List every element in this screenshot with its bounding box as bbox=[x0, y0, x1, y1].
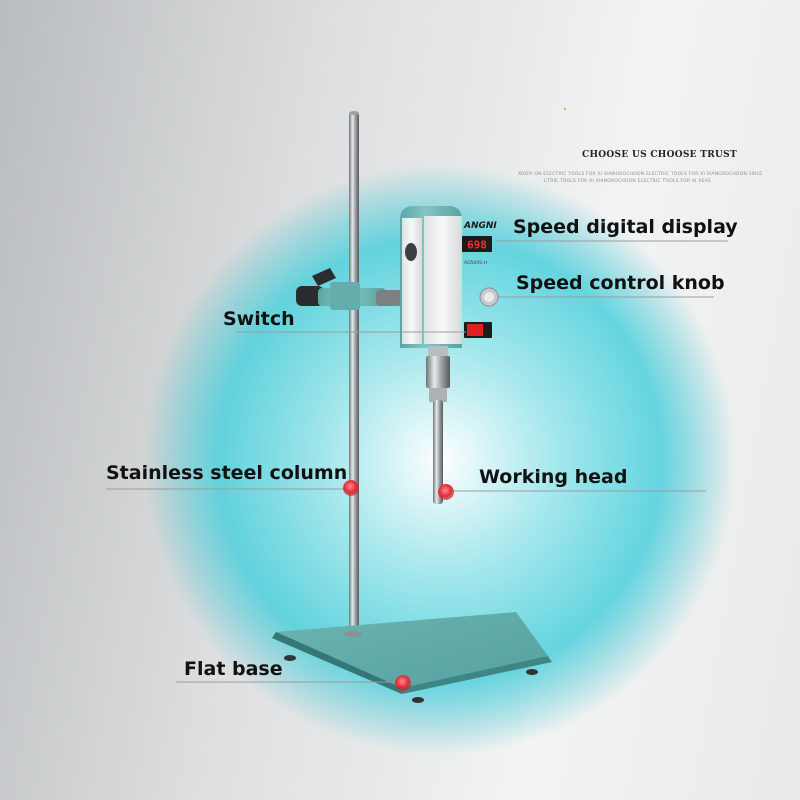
stainless-steel-column bbox=[349, 112, 359, 642]
header-subtitle-1: XOOYI ON ELECTRIC TOOLS FOR XI XIANGROCH… bbox=[518, 172, 763, 177]
callout-lines bbox=[106, 240, 728, 683]
display-value: 698 bbox=[467, 239, 487, 252]
power-switch bbox=[464, 322, 492, 338]
label-stainless-steel-column: Stainless steel column bbox=[106, 462, 348, 484]
clamp-boss bbox=[296, 268, 402, 310]
header-title: CHOOSE US CHOOSE TRUST bbox=[582, 150, 737, 160]
speed-control-knob bbox=[479, 287, 499, 307]
model-text: AD500S-H bbox=[464, 260, 487, 266]
header-subtitle-2: CTRIE TOOLS FOR XI XIANGROCHOON ELECTRIC… bbox=[544, 179, 711, 184]
spark-marker bbox=[564, 108, 566, 110]
motor-body bbox=[400, 206, 462, 348]
column-top-cap bbox=[349, 111, 359, 115]
label-speed-control-knob: Speed control knob bbox=[516, 272, 725, 294]
callout-dot-base bbox=[395, 675, 411, 691]
flat-base-plate bbox=[272, 612, 552, 703]
label-speed-digital-display: Speed digital display bbox=[513, 216, 738, 238]
label-flat-base: Flat base bbox=[184, 658, 283, 680]
label-switch: Switch bbox=[223, 308, 295, 330]
brand-logo: ANGNI bbox=[463, 221, 497, 231]
callout-dot-working-head bbox=[438, 484, 454, 500]
label-working-head: Working head bbox=[479, 466, 628, 488]
callout-dot-column bbox=[343, 480, 359, 496]
working-head-shaft bbox=[426, 346, 450, 504]
speed-digital-display: 698 bbox=[462, 236, 492, 252]
